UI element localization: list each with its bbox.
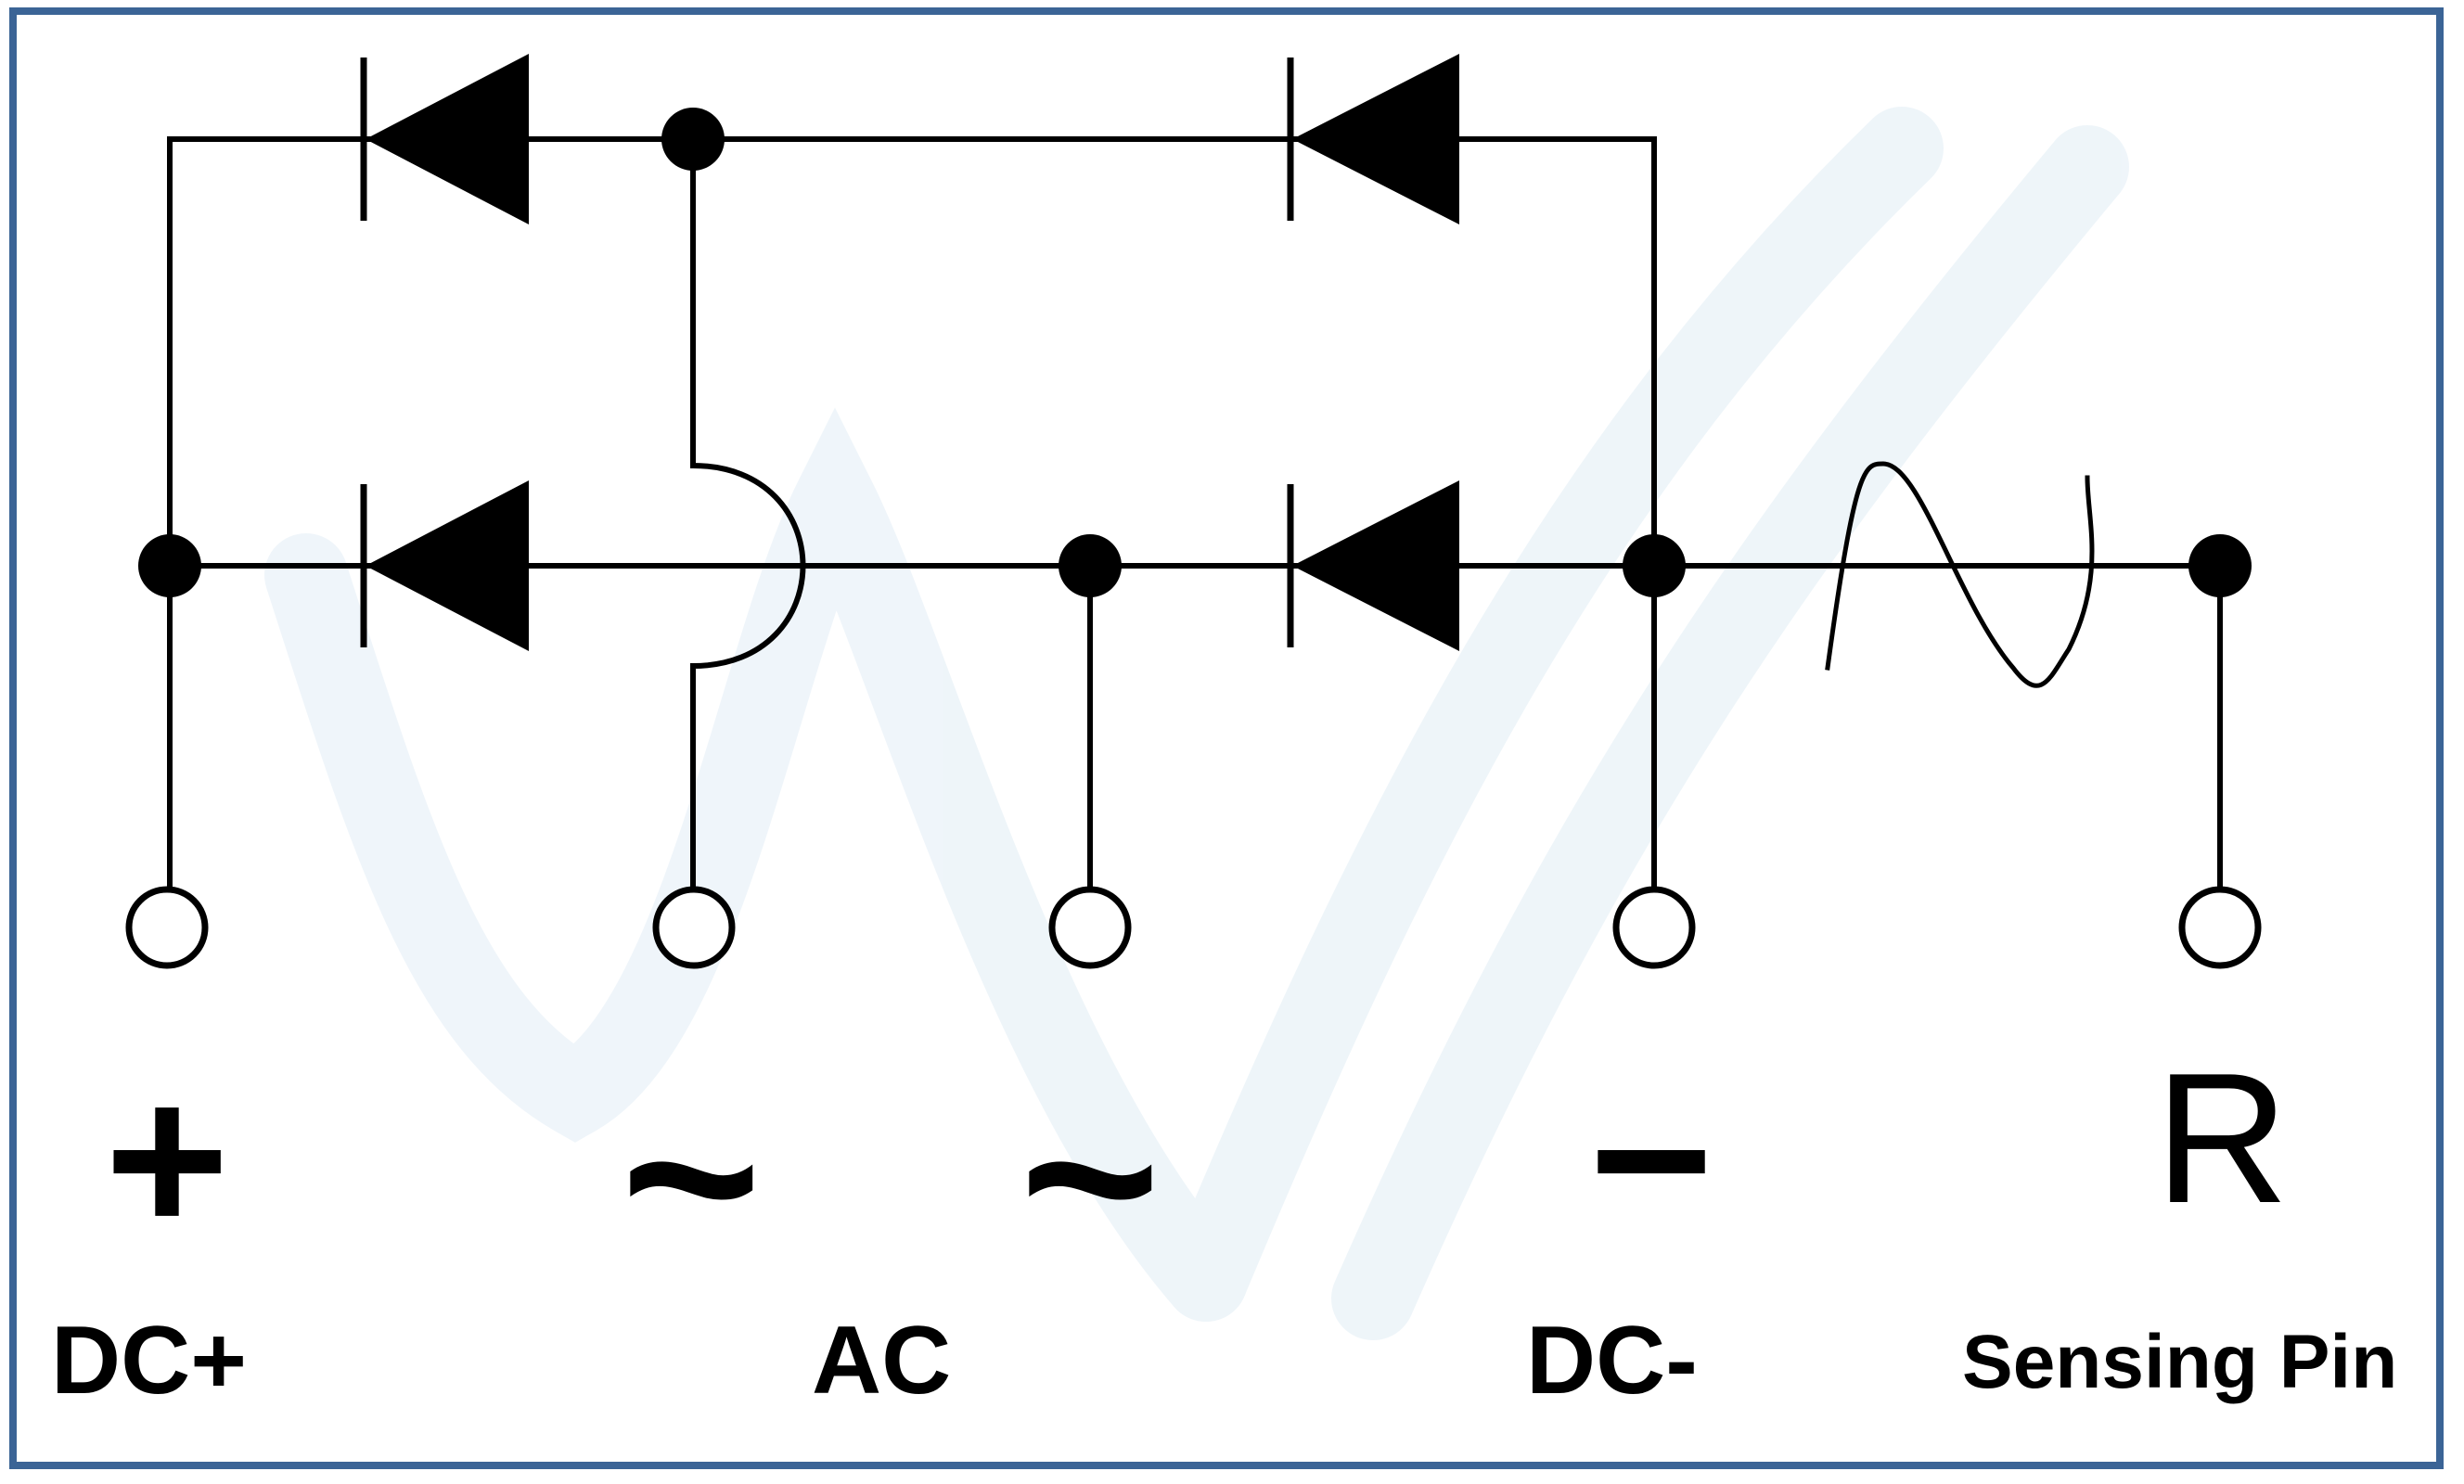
terminal-label-dc-minus: DC- [1526,1307,1698,1414]
terminal-pin-sense [2178,886,2262,969]
junction-dot [661,108,725,171]
terminal-symbol-ac1: ~ [621,1043,762,1312]
terminal-symbol-dc-minus: − [1588,1040,1714,1278]
junction-dot [2188,534,2252,597]
terminal-label-dc-plus: DC+ [51,1307,247,1414]
terminal-pin-ac2 [1048,886,1132,969]
watermark [264,107,2129,1340]
diode-top-right [1287,54,1459,224]
sensing-element [1825,461,2095,688]
junction-dot [1059,534,1122,597]
terminal-label-ac: AC [812,1307,952,1414]
diode-top-left [360,54,529,224]
diode-bottom-right [1287,480,1459,651]
diode-bottom-left [360,480,529,651]
terminal-label-sense: Sensing Pin [1962,1320,2398,1404]
junction-dot [138,534,201,597]
terminal-pin-ac1 [652,886,736,969]
wire-top [167,136,1657,569]
terminal-pin-dc-plus [125,886,209,969]
wire-ac1 [690,136,806,889]
terminal-symbol-ac2: ~ [1020,1043,1161,1312]
diagram-frame [9,7,2444,1469]
junction-dot [1623,534,1686,597]
terminal-symbol-dc-plus: + [104,1040,230,1278]
terminal-pin-dc-minus [1612,886,1696,969]
terminal-symbol-sense: R [2154,1035,2290,1242]
